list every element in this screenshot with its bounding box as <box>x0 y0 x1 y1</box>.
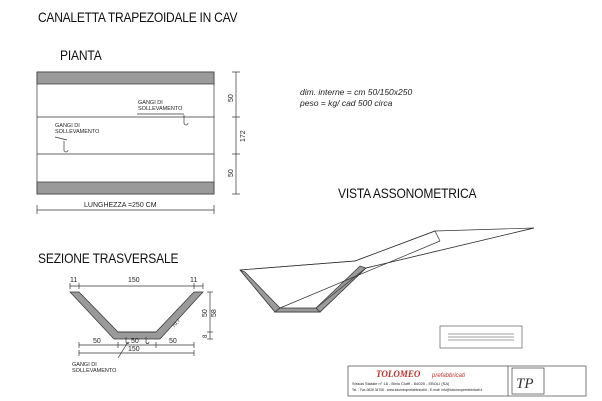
company-sub: prefabbricati <box>431 373 466 379</box>
title-block <box>347 365 587 397</box>
plan-heading: PIANTA <box>60 47 102 63</box>
section-lifting-label-b: SOLLEVAMENTO <box>72 368 117 374</box>
plan-lifting-label-2a: GANGI DI <box>55 123 80 129</box>
mini-inset-frame <box>439 325 523 349</box>
axo-far-edge <box>365 227 535 269</box>
section-leader <box>117 341 129 359</box>
section-view <box>69 283 213 359</box>
section-dim-50-right: 50 <box>202 309 209 317</box>
axo-top-edge <box>239 260 356 271</box>
lifting-hook-left <box>63 141 69 153</box>
tp-logo: TP <box>516 376 534 392</box>
section-profile <box>69 291 204 340</box>
drawing-title: CANALETTA TRAPEZOIDALE IN CAV <box>38 9 238 25</box>
plan-lifting-label-1b: SOLLEVAMENTO <box>138 106 183 112</box>
section-hook-right <box>145 337 150 344</box>
axonometric-view <box>239 227 535 313</box>
axo-back-edge <box>354 230 436 262</box>
specs-weight: peso = kg/ cad 500 circa <box>300 98 393 108</box>
plan-view <box>36 71 240 214</box>
section-dim-58-right: 58 <box>211 309 218 317</box>
axo-bottom-slab <box>274 307 321 313</box>
section-bottom-50-right: 50 <box>169 338 177 345</box>
section-bottom-50-mid: 50 <box>131 338 139 345</box>
logo-frame <box>511 367 545 395</box>
section-bottom-150: 150 <box>128 346 140 353</box>
axonometric-heading: VISTA ASSONOMETRICA <box>338 185 477 201</box>
section-dim-11-left: 11 <box>70 277 77 284</box>
section-dim-8-right: 8 <box>203 334 209 338</box>
plan-top-band <box>36 71 215 85</box>
plan-length-label: LUNGHEZZA =250 CM <box>84 202 157 209</box>
plan-lifting-label-2b: SOLLEVAMENTO <box>55 129 100 135</box>
section-dim-11-right: 11 <box>190 277 197 284</box>
section-dim-150-top: 150 <box>128 277 140 284</box>
company-name: TOLOMEO <box>376 369 421 379</box>
axo-inner-edge <box>315 267 367 309</box>
mini-inset <box>439 325 523 349</box>
section-bottom-50-left: 50 <box>93 338 101 345</box>
lifting-hook-right <box>183 115 189 126</box>
section-slant-label: 70,7 <box>171 318 182 329</box>
specs-dimensions: dim. interne = cm 50/150x250 <box>300 87 413 97</box>
section-lifting-label-a: GANGI DI <box>72 362 97 368</box>
leader-left <box>54 136 68 141</box>
plan-bottom-band <box>36 181 215 195</box>
axo-back-corner <box>434 230 441 242</box>
company-address: Strada Statale n° 18 - Bivio Cioffi - 84… <box>352 381 450 386</box>
axo-floor-edge <box>279 240 441 309</box>
company-contacts: Tel. - Fax 0828 34708 - www.tolomeoprefa… <box>352 388 482 392</box>
plan-dim-172: 172 <box>240 130 247 142</box>
plan-lifting-label-1a: GANGI DI <box>138 100 163 106</box>
section-heading: SEZIONE TRASVERSALE <box>38 250 179 266</box>
plan-dim-50-top: 50 <box>228 94 235 102</box>
plan-dim-50-bottom: 50 <box>228 169 235 177</box>
axo-trough-top <box>239 227 535 313</box>
title-block-frame <box>347 365 587 397</box>
